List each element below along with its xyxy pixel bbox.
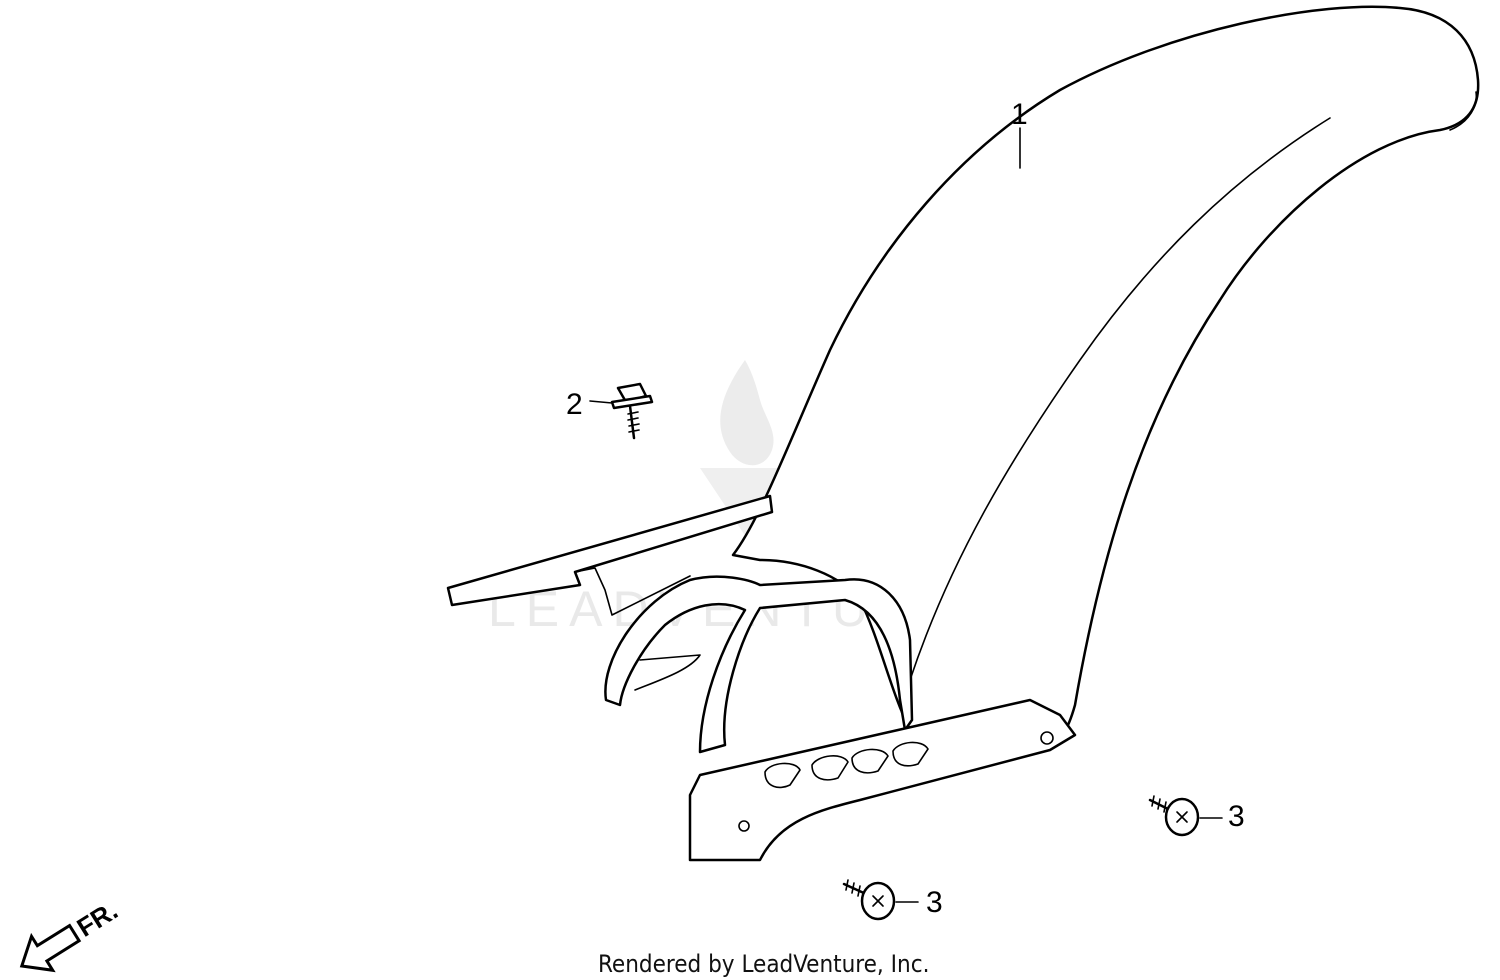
flange-slots xyxy=(764,741,929,789)
screw-icon xyxy=(842,879,896,921)
flange-hole-left xyxy=(738,820,750,832)
bracket-inner-strap xyxy=(634,654,701,691)
screw-icon xyxy=(1148,795,1200,837)
callout-part3b: 3 xyxy=(926,886,943,919)
front-direction-arrow: FR. xyxy=(19,895,123,973)
arch-bracket xyxy=(604,575,914,754)
flange-hole-right xyxy=(1040,731,1054,745)
callout-part2: 2 xyxy=(566,388,583,421)
rear-fender-part xyxy=(446,5,1480,862)
callout-part1: 1 xyxy=(1011,98,1028,131)
fender-lip-line xyxy=(1449,91,1478,131)
bottom-flange xyxy=(688,698,1077,862)
arrow-icon xyxy=(19,923,82,973)
fender-inner-contour xyxy=(909,117,1331,681)
leader-line-part2 xyxy=(589,400,613,404)
flange-bolt-icon xyxy=(610,382,654,440)
callout-part3a: 3 xyxy=(1228,800,1245,833)
direction-label: FR. xyxy=(71,895,122,943)
rail-edge xyxy=(574,567,691,616)
footer-credit: Rendered by LeadVenture, Inc. xyxy=(598,950,929,978)
